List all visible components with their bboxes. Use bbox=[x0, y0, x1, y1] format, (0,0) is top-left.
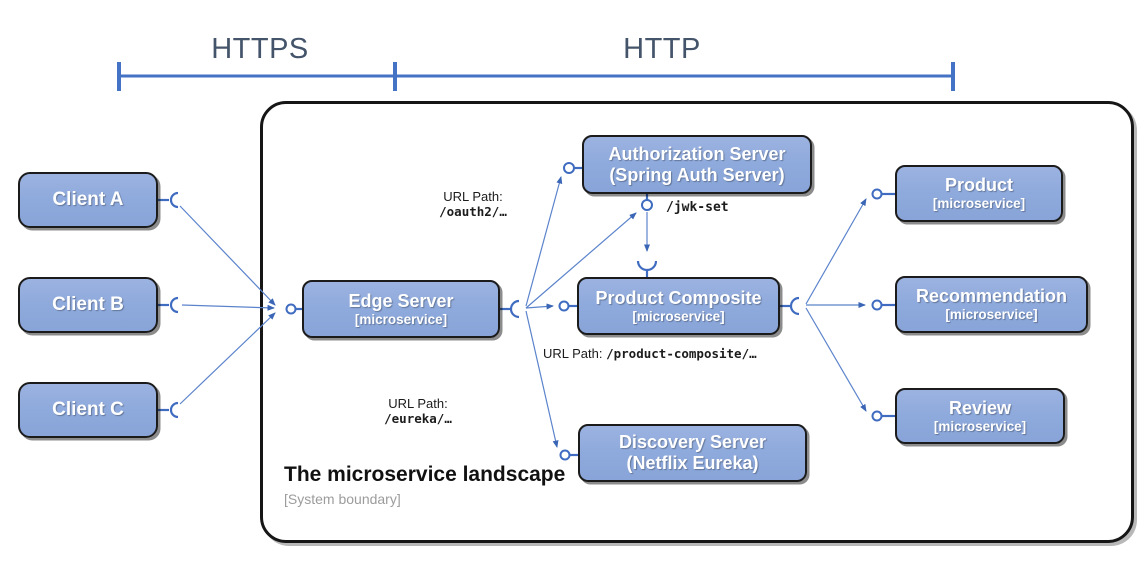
oauth-path: /oauth2/… bbox=[439, 204, 507, 219]
node-client-a: Client A bbox=[18, 172, 158, 228]
node-title: Product bbox=[944, 175, 1013, 195]
edge-right-socket bbox=[509, 299, 520, 319]
node-review: Review [microservice] bbox=[895, 388, 1065, 444]
node-client-b: Client B bbox=[18, 277, 158, 333]
protocol-bracket bbox=[117, 62, 955, 91]
review-provided-interface-ball bbox=[871, 410, 883, 422]
url-path-prefix: URL Path: bbox=[443, 189, 503, 204]
recommendation-provided-interface-ball bbox=[871, 299, 883, 311]
composite-to-review-line bbox=[805, 307, 867, 412]
client-c-to-edge-line bbox=[179, 312, 276, 405]
client-b-socket bbox=[169, 296, 179, 314]
client-b-to-edge-line bbox=[181, 304, 275, 311]
composite-right-socket bbox=[789, 296, 800, 316]
url-path-prefix: URL Path: bbox=[543, 346, 607, 361]
client-c-socket bbox=[169, 401, 179, 419]
product-provided-interface-ball bbox=[871, 188, 883, 200]
node-label: Client C bbox=[52, 399, 124, 420]
node-title: Product Composite bbox=[595, 287, 762, 308]
url-path-prefix: URL Path: bbox=[388, 396, 448, 411]
edge-to-jwk-line bbox=[525, 212, 637, 309]
node-subtitle: (Spring Auth Server) bbox=[609, 164, 785, 185]
node-subtitle: [microservice] bbox=[354, 311, 448, 327]
edge-provided-interface-ball bbox=[285, 303, 297, 315]
node-subtitle: [microservice] bbox=[945, 307, 1038, 322]
composite-provided-interface-ball bbox=[558, 300, 570, 312]
node-subtitle: [microservice] bbox=[933, 418, 1027, 434]
node-title: Recommendation bbox=[915, 286, 1068, 306]
node-subtitle: [microservice] bbox=[632, 308, 725, 324]
node-client-c: Client C bbox=[18, 382, 158, 438]
composite-to-product-line bbox=[805, 198, 867, 305]
ball-symbols bbox=[285, 162, 883, 461]
node-discovery-server: Discovery Server (Netflix Eureka) bbox=[578, 424, 807, 482]
node-product-composite: Product Composite [microservice] bbox=[577, 277, 780, 335]
node-edge-server: Edge Server [microservice] bbox=[302, 280, 500, 338]
node-label: Client A bbox=[52, 189, 124, 210]
jwk-set-path-label: /jwk-set bbox=[666, 200, 729, 215]
node-authorization-server: Authorization Server (Spring Auth Server… bbox=[582, 135, 812, 194]
oauth-url-path-label: URL Path: /oauth2/… bbox=[418, 189, 528, 220]
connector-lines bbox=[179, 176, 867, 448]
auth-provided-interface-ball bbox=[563, 162, 575, 174]
client-a-to-edge-line bbox=[179, 205, 276, 306]
node-label: Client B bbox=[52, 294, 124, 315]
composite-path: /product-composite/… bbox=[606, 346, 757, 361]
node-title: Review bbox=[948, 397, 1012, 418]
edge-to-composite-line bbox=[525, 303, 554, 310]
landscape-title: The microservice landscape bbox=[284, 463, 566, 486]
socket-symbols bbox=[169, 191, 800, 419]
edge-to-discovery-line bbox=[525, 310, 559, 448]
node-product: Product [microservice] bbox=[895, 165, 1063, 222]
jwk-set-interface-ball bbox=[641, 199, 653, 211]
composite-url-path-label: URL Path: /product-composite/… bbox=[543, 345, 757, 363]
discovery-provided-interface-ball bbox=[559, 449, 571, 461]
eureka-path: /eureka/… bbox=[384, 411, 452, 426]
node-title: Authorization Server bbox=[608, 143, 786, 164]
edge-to-auth-line bbox=[525, 176, 563, 307]
interface-stubs bbox=[158, 166, 895, 457]
node-title: Edge Server bbox=[348, 290, 454, 311]
node-title: Discovery Server bbox=[618, 432, 767, 452]
client-a-socket bbox=[169, 191, 179, 209]
system-boundary-box bbox=[260, 101, 1134, 543]
node-recommendation: Recommendation [microservice] bbox=[895, 276, 1088, 333]
http-protocol-label: HTTP bbox=[623, 33, 701, 65]
node-subtitle: (Netflix Eureka) bbox=[626, 453, 759, 473]
eureka-url-path-label: URL Path: /eureka/… bbox=[372, 396, 464, 427]
composite-top-socket bbox=[636, 260, 658, 272]
https-protocol-label: HTTPS bbox=[211, 33, 309, 65]
system-boundary-note: [System boundary] bbox=[284, 491, 401, 507]
node-subtitle: [microservice] bbox=[932, 196, 1026, 211]
